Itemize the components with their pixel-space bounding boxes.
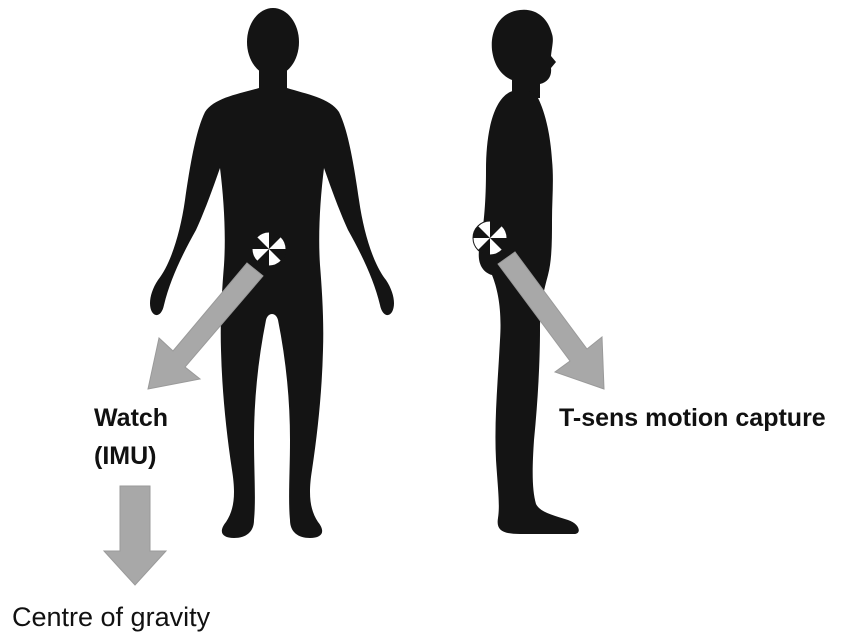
arrow-to-cog-icon bbox=[104, 486, 166, 585]
tsens-motion-capture-label: T-sens motion capture bbox=[559, 399, 826, 437]
front-sensor-marker-icon bbox=[252, 232, 286, 266]
front-silhouette bbox=[150, 8, 394, 538]
side-sensor-marker-icon bbox=[473, 221, 507, 255]
front-head bbox=[247, 8, 299, 76]
centre-of-gravity-label: Centre of gravity bbox=[12, 598, 210, 636]
side-body bbox=[479, 90, 579, 534]
front-body bbox=[150, 88, 394, 538]
watch-label-line2: (IMU) bbox=[94, 437, 168, 475]
side-head bbox=[492, 10, 556, 98]
watch-label-line1: Watch bbox=[94, 399, 168, 437]
watch-imu-label: Watch (IMU) bbox=[94, 399, 168, 475]
